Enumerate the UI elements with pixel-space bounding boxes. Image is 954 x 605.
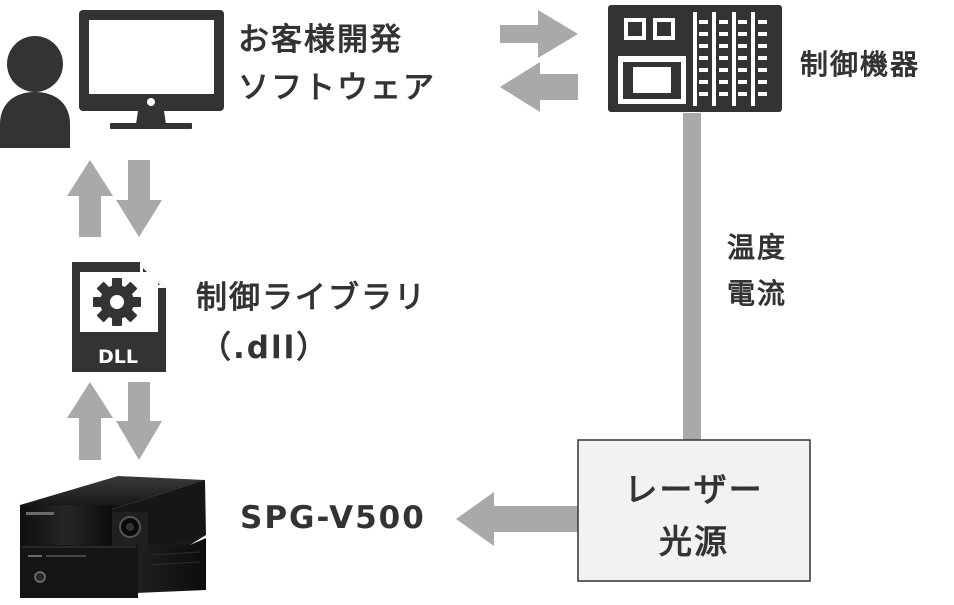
control-panel-icon — [608, 5, 782, 112]
dll-file-label: DLL — [98, 346, 138, 368]
software-label-line2: ソフトウェア — [238, 70, 436, 106]
laser-label-line2: 光源 — [659, 522, 729, 561]
arrow-to-controller — [500, 10, 578, 58]
library-label-line2: （.dll） — [200, 330, 330, 366]
dll-file-gear-icon: DLL — [72, 262, 166, 372]
laser-source-box — [577, 439, 811, 582]
software-label-line1: お客様開発 — [238, 22, 403, 58]
arrow-to-software — [500, 62, 578, 112]
signal-label-line1: 温度 — [727, 231, 788, 264]
arrow-down-to-dll — [116, 160, 162, 237]
arrow-down-to-device — [116, 382, 162, 460]
arrow-to-device — [456, 492, 578, 546]
arrow-up-to-software — [67, 160, 113, 237]
signal-label-line2: 電流 — [727, 277, 788, 310]
product-label: SPG-V500 — [240, 500, 426, 536]
person-icon — [0, 36, 70, 148]
controller-label: 制御機器 — [800, 48, 921, 81]
laser-label-line1: レーザー — [624, 470, 764, 509]
monitor-icon — [79, 10, 224, 129]
library-label-line1: 制御ライブラリ — [196, 280, 427, 316]
spg-v500-device-image — [20, 476, 206, 598]
signal-line — [683, 113, 701, 440]
arrow-up-to-dll — [67, 382, 113, 460]
